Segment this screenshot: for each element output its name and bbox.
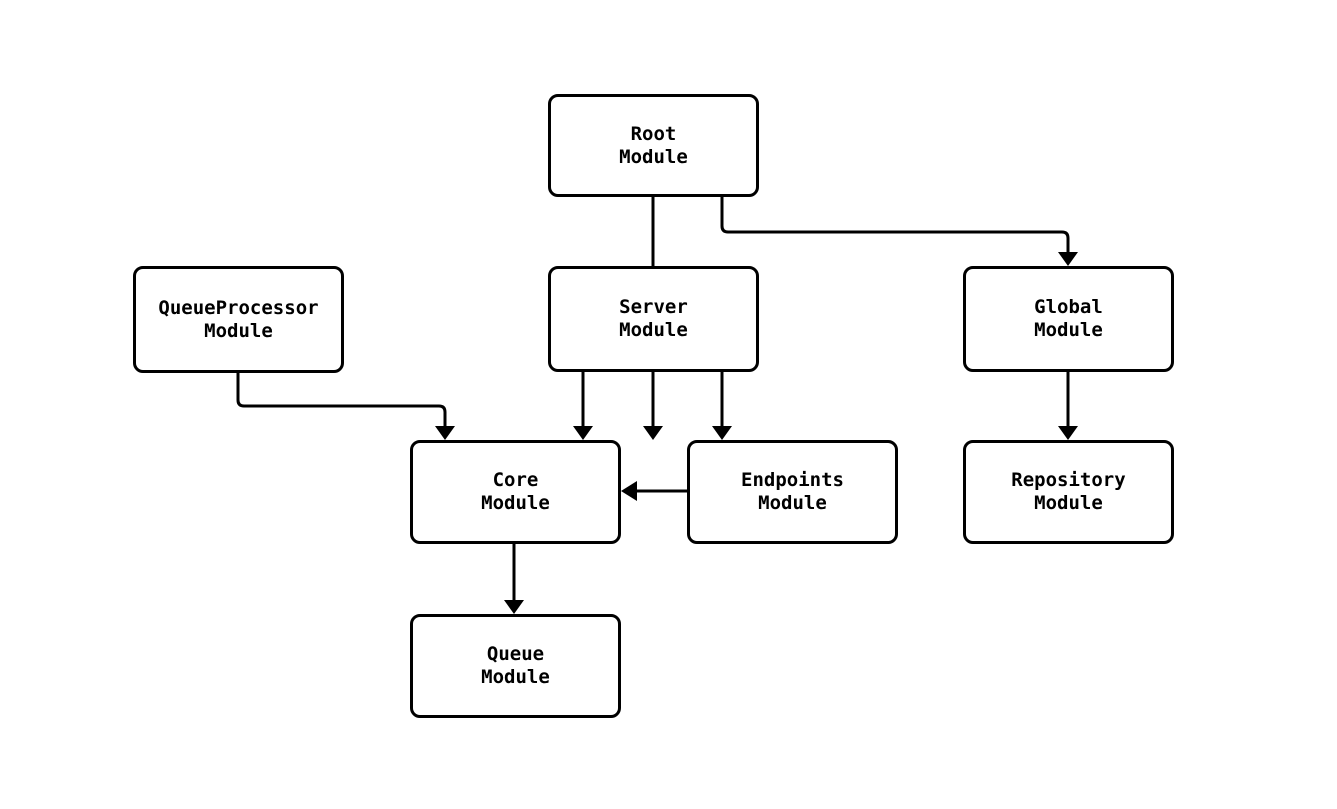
edge-queueprocessor-to-core (236, 373, 455, 440)
edge-global-to-repository (1058, 372, 1078, 440)
edge-server-to-core (573, 372, 593, 440)
edge-core-to-queue (504, 544, 524, 614)
node-root-module-label: Root Module (619, 122, 688, 168)
node-repository-module[interactable]: Repository Module (963, 440, 1174, 544)
node-endpoints-module[interactable]: Endpoints Module (687, 440, 898, 544)
node-core-module-label: Core Module (481, 469, 550, 514)
node-queueprocessor-module[interactable]: QueueProcessor Module (133, 266, 344, 373)
node-endpoints-module-label: Endpoints Module (741, 469, 844, 514)
node-queueprocessor-module-label: QueueProcessor Module (158, 296, 319, 342)
node-root-module[interactable]: Root Module (548, 94, 759, 197)
node-server-module-label: Server Module (619, 296, 688, 341)
edge-server-to-endpoints (712, 372, 732, 440)
node-repository-module-label: Repository Module (1011, 469, 1126, 514)
node-server-module[interactable]: Server Module (548, 266, 759, 372)
node-queue-module-label: Queue Module (481, 643, 550, 688)
node-global-module[interactable]: Global Module (963, 266, 1174, 372)
node-core-module[interactable]: Core Module (410, 440, 621, 544)
node-queue-module[interactable]: Queue Module (410, 614, 621, 718)
node-global-module-label: Global Module (1034, 296, 1103, 341)
edge-endpoints-to-core (621, 481, 687, 501)
edge-root-to-global (720, 197, 1078, 266)
